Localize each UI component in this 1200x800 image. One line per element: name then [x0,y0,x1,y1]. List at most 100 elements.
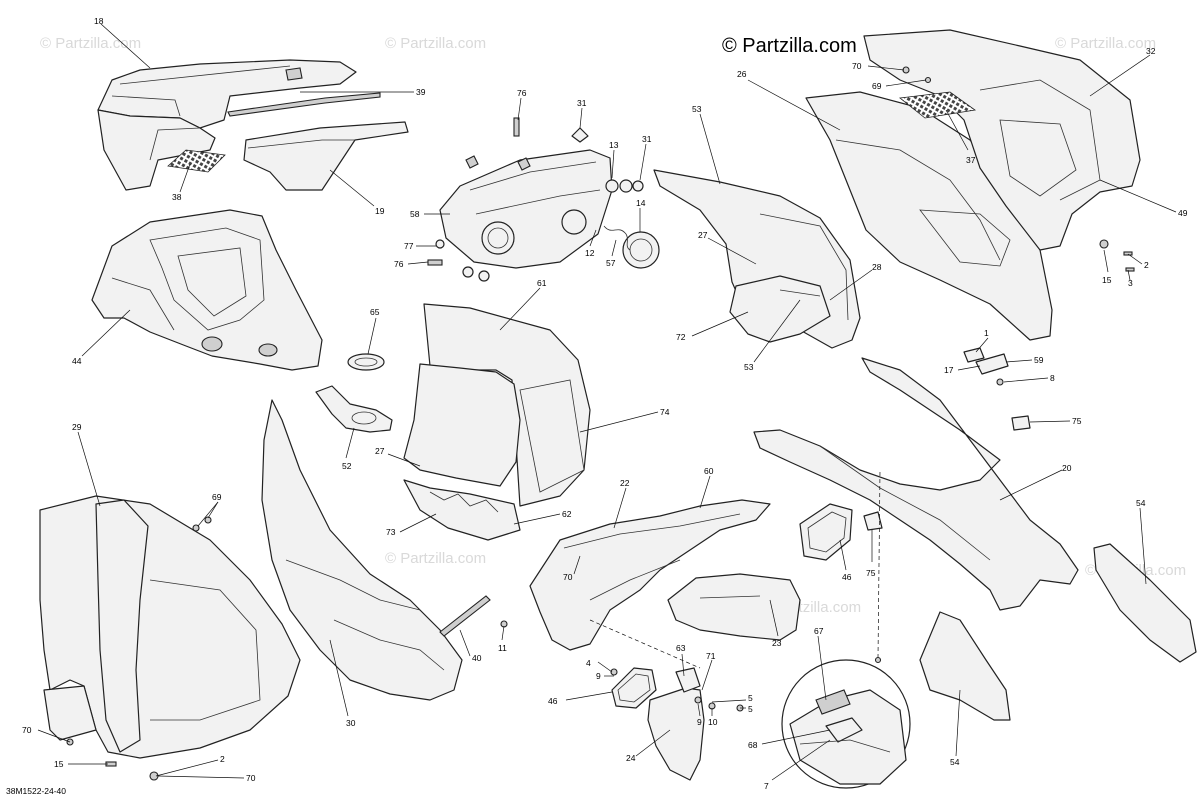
diagram-code: 38M1522-24-40 [6,786,66,796]
callout-74: 74 [660,407,670,417]
callout-27a: 27 [698,230,708,240]
part-30-lower-fairing [261,399,463,701]
right-hardware [902,66,1135,272]
callout-5a: 5 [748,693,753,703]
watermark-text: © Partzilla.com [385,35,486,52]
callout-29: 29 [72,422,82,432]
callout-72: 72 [676,332,686,342]
callout-10: 10 [708,717,718,727]
callout-63: 63 [676,643,686,653]
callout-44: 44 [72,356,82,366]
callout-68: 68 [748,740,758,750]
brand-label: © Partzilla.com [722,35,857,57]
part-58-headlight-assembly [439,149,613,269]
headlight-hardware [427,117,660,282]
callouts: 18 39 38 19 76 31 13 31 14 58 77 76 12 5… [22,16,1188,791]
callout-2a: 2 [1144,260,1149,270]
callout-13: 13 [609,140,619,150]
callout-67: 67 [814,626,824,636]
callout-3: 3 [1128,278,1133,288]
callout-53b: 53 [744,362,754,372]
part-40-strip [439,595,491,637]
part-54-side-trim [1093,543,1197,663]
callout-4: 4 [586,658,591,668]
callout-9b: 9 [697,717,702,727]
callout-23: 23 [772,638,782,648]
part-37-mesh-grille [899,91,977,119]
watermark-text: © Partzilla.com [385,550,486,567]
callout-28: 28 [872,262,882,272]
callout-69a: 69 [872,81,882,91]
part-38-mesh-grille [167,149,226,173]
callout-70d: 70 [563,572,573,582]
callout-54b: 54 [950,757,960,767]
part-52-bracket [315,385,393,433]
dashed-guide [589,619,701,669]
callout-20: 20 [1062,463,1072,473]
callout-9a: 9 [596,671,601,681]
part-65-ring [347,353,385,371]
part-39-trim-strip [227,92,381,117]
callout-8: 8 [1050,373,1055,383]
part-53-side-fairing [653,169,861,349]
part-49-rear-panel [863,29,1141,251]
callout-15b: 15 [54,759,64,769]
callout-7: 7 [764,781,769,791]
part-24-bracket [647,667,705,781]
callout-58: 58 [410,209,420,219]
callout-75a: 75 [1072,416,1082,426]
callout-22: 22 [620,478,630,488]
callout-1: 1 [984,328,989,338]
part-22-front-fairing [529,499,771,651]
callout-37: 37 [966,155,976,165]
callout-26: 26 [737,69,747,79]
callout-31a: 31 [577,98,587,108]
callout-5b: 5 [748,704,753,714]
callout-39: 39 [416,87,426,97]
callout-60: 60 [704,466,714,476]
part-20-right-lower-fairing [753,357,1079,611]
callout-76b: 76 [394,259,404,269]
callout-75b: 75 [866,568,876,578]
part-27-lower-panel [403,363,521,541]
callout-59: 59 [1034,355,1044,365]
callout-65: 65 [370,307,380,317]
callout-54a: 54 [1136,498,1146,508]
watermark-text: © Partzilla.com [1055,35,1156,52]
detail-inset [781,469,911,789]
part-18-upper-cover [97,59,357,191]
callout-15a: 15 [1102,275,1112,285]
callout-73: 73 [386,527,396,537]
callout-46b: 46 [548,696,558,706]
callout-17: 17 [944,365,954,375]
callout-49: 49 [1178,208,1188,218]
callout-76a: 76 [517,88,527,98]
callout-18: 18 [94,16,104,26]
callout-61: 61 [537,278,547,288]
part-54-side-trim-lower [919,611,1011,721]
callout-77: 77 [404,241,414,251]
callout-24: 24 [626,753,636,763]
callout-38: 38 [172,192,182,202]
part-19-side-panel [243,121,409,191]
callout-31b: 31 [642,134,652,144]
watermark-text: © Partzilla.com [40,35,141,52]
callout-52: 52 [342,461,352,471]
callout-70c: 70 [246,773,256,783]
callout-62: 62 [562,509,572,519]
part-29-left-lower-panel [39,495,301,759]
callout-32: 32 [1146,46,1156,56]
callout-46a: 46 [842,572,852,582]
callout-19: 19 [375,206,385,216]
callout-30: 30 [346,718,356,728]
right-mid-hardware [863,347,1031,531]
callout-70b: 70 [22,725,32,735]
callout-27b: 27 [375,446,385,456]
callout-71: 71 [706,651,716,661]
callout-53a: 53 [692,104,702,114]
part-23-lower-panel [667,573,801,641]
callout-11: 11 [498,643,507,653]
callout-40: 40 [472,653,482,663]
left-hardware [66,516,744,781]
